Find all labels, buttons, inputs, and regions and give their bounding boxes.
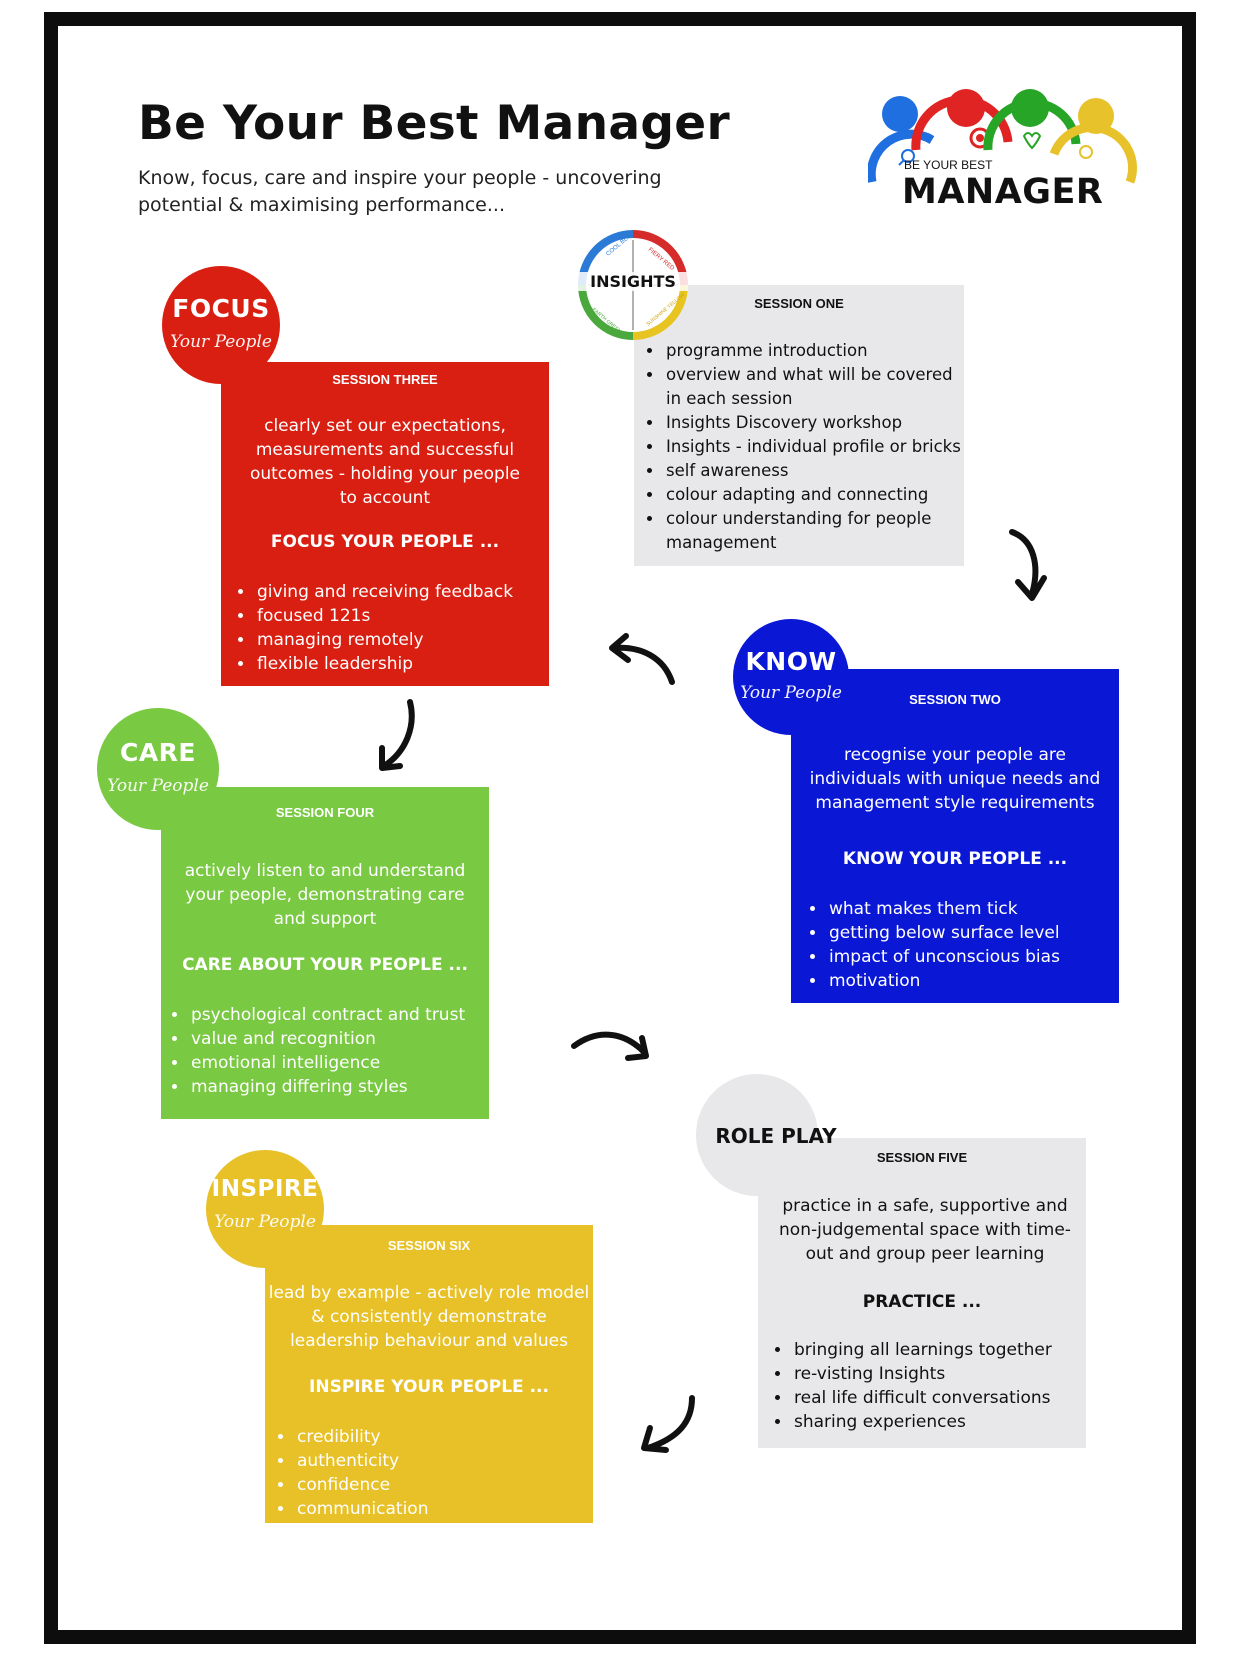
care-badge: CARE Your People xyxy=(97,708,219,830)
session-four-card: SESSION FOUR actively listen to and unde… xyxy=(161,787,489,1119)
arrow-down-left-icon xyxy=(379,699,415,771)
session-six-heading: INSPIRE YOUR PEOPLE ... xyxy=(309,1377,549,1397)
care-script: Your People xyxy=(107,776,209,796)
list-item: colour understanding for people manageme… xyxy=(664,507,969,555)
list-item: psychological contract and trust xyxy=(189,1003,499,1027)
session-label: SESSION FIVE xyxy=(876,1150,968,1165)
page-subtitle: Know, focus, care and inspire your peopl… xyxy=(138,167,662,216)
insights-word: INSIGHTS xyxy=(578,272,688,291)
list-item: flexible leadership xyxy=(255,652,555,676)
list-item: what makes them tick xyxy=(827,897,1127,921)
arrow-down-icon xyxy=(1009,529,1047,601)
session-six-description: lead by example - actively role model & … xyxy=(268,1283,590,1351)
list-item: re-visting Insights xyxy=(792,1362,1097,1386)
list-item: impact of unconscious bias xyxy=(827,945,1127,969)
session-one-card: SESSION ONE programme introduction overv… xyxy=(634,285,964,566)
list-item: emotional intelligence xyxy=(189,1051,499,1075)
list-item: overview and what will be covered in eac… xyxy=(664,363,969,411)
know-badge: KNOW Your People xyxy=(733,619,849,735)
inspire-script: Your People xyxy=(214,1212,316,1232)
arrow-down-left-icon xyxy=(641,1395,695,1453)
session-five-card: SESSION FIVE practice in a safe, support… xyxy=(758,1138,1086,1448)
session-label: SESSION FOUR xyxy=(275,805,375,820)
session-three-bullets: giving and receiving feedback focused 12… xyxy=(235,580,555,676)
session-label: SESSION ONE xyxy=(754,296,844,311)
session-three-description: clearly set our expectations, measuremen… xyxy=(249,416,521,508)
session-four-description: actively listen to and understand your p… xyxy=(184,861,466,929)
list-item: motivation xyxy=(827,969,1127,993)
logo-people-icon xyxy=(866,89,1137,184)
list-item: Insights Discovery workshop xyxy=(664,411,969,435)
insights-badge: COOL BLUE FIERY RED SUNSHINE YELLOW EART… xyxy=(578,230,688,340)
list-item: sharing experiences xyxy=(792,1410,1097,1434)
list-item: getting below surface level xyxy=(827,921,1127,945)
list-item: credibility xyxy=(295,1425,595,1449)
focus-word: FOCUS xyxy=(172,294,270,323)
page-title: Be Your Best Manager xyxy=(138,96,730,151)
list-item: bringing all learnings together xyxy=(792,1338,1097,1362)
focus-script: Your People xyxy=(170,332,272,352)
list-item: managing remotely xyxy=(255,628,555,652)
session-two-bullets: what makes them tick getting below surfa… xyxy=(807,897,1127,993)
session-six-bullets: credibility authenticity confidence comm… xyxy=(275,1425,595,1521)
care-word: CARE xyxy=(119,738,197,767)
list-item: communication xyxy=(295,1497,595,1521)
be-your-best-manager-logo: BE YOUR BEST MANAGER xyxy=(866,86,1140,224)
session-four-bullets: psychological contract and trust value a… xyxy=(169,1003,499,1099)
list-item: value and recognition xyxy=(189,1027,499,1051)
list-item: focused 121s xyxy=(255,604,555,628)
inspire-word: INSPIRE xyxy=(211,1176,319,1202)
list-item: real life difficult conversations xyxy=(792,1386,1097,1410)
logo-small-text: BE YOUR BEST xyxy=(904,158,993,172)
list-item: self awareness xyxy=(664,459,969,483)
session-five-heading: PRACTICE ... xyxy=(862,1292,982,1312)
arrow-right-icon xyxy=(571,1031,649,1061)
list-item: managing differing styles xyxy=(189,1075,499,1099)
role-play-badge: ROLE PLAY xyxy=(696,1074,837,1196)
session-three-card: SESSION THREE clearly set our expectatio… xyxy=(221,362,549,686)
session-two-heading: KNOW YOUR PEOPLE ... xyxy=(842,849,1068,869)
focus-badge: FOCUS Your People xyxy=(162,266,280,384)
list-item: Insights - individual profile or bricks xyxy=(664,435,969,459)
inspire-badge: INSPIRE Your People xyxy=(206,1150,324,1268)
session-two-description: recognise your people are individuals wi… xyxy=(809,745,1101,813)
session-two-card: SESSION TWO recognise your people are in… xyxy=(791,669,1119,1003)
arrow-left-icon xyxy=(609,633,675,685)
session-label: SESSION THREE xyxy=(332,372,438,387)
session-six-card: SESSION SIX lead by example - actively r… xyxy=(265,1225,593,1523)
list-item: authenticity xyxy=(295,1449,595,1473)
session-label: SESSION TWO xyxy=(909,692,1001,707)
session-four-heading: CARE ABOUT YOUR PEOPLE ... xyxy=(182,955,468,975)
know-script: Your People xyxy=(740,683,842,703)
list-item: colour adapting and connecting xyxy=(664,483,969,507)
session-five-bullets: bringing all learnings together re-visti… xyxy=(772,1338,1097,1434)
list-item: programme introduction xyxy=(664,339,969,363)
session-five-description: practice in a safe, supportive and non-j… xyxy=(779,1196,1071,1264)
session-one-bullets: programme introduction overview and what… xyxy=(644,339,969,555)
session-three-heading: FOCUS YOUR PEOPLE ... xyxy=(270,532,500,552)
know-word: KNOW xyxy=(745,647,837,676)
logo-big-text: MANAGER xyxy=(902,172,1104,212)
list-item: giving and receiving feedback xyxy=(255,580,555,604)
role-play-word: ROLE PLAY xyxy=(715,1124,837,1148)
list-item: confidence xyxy=(295,1473,595,1497)
session-label: SESSION SIX xyxy=(387,1238,471,1253)
